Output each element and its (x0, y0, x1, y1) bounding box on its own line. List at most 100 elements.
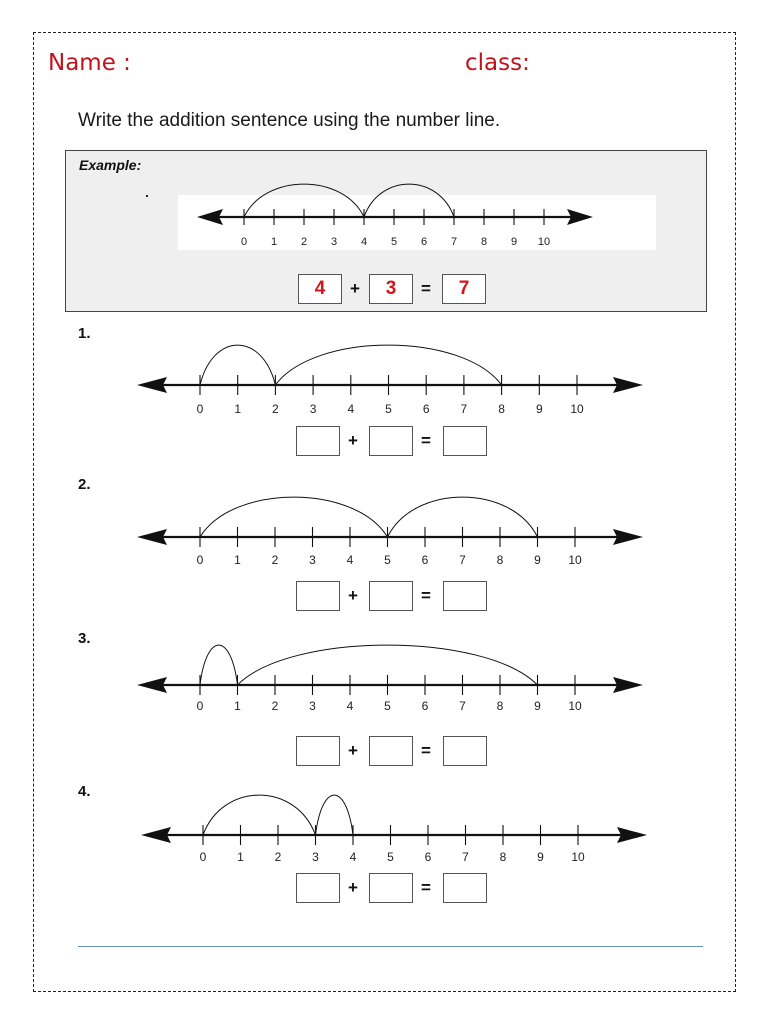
example-addend-1: 4 (298, 274, 342, 304)
problem-2-addend-2[interactable] (369, 581, 413, 611)
name-label: Name : (48, 50, 131, 76)
problem-2-sum[interactable] (443, 581, 487, 611)
jump-arc (199, 496, 388, 538)
tick-label: 2 (275, 850, 282, 864)
tick-label: 9 (537, 850, 544, 864)
tick-label: 5 (384, 553, 391, 567)
tick-label: 1 (234, 553, 241, 567)
tick-label: 0 (200, 850, 207, 864)
left-arrow-icon (137, 677, 167, 693)
plus-sign: + (348, 586, 358, 605)
tick-label: 5 (387, 850, 394, 864)
problem-1-label: 1. (78, 325, 91, 342)
tick-label: 3 (331, 236, 337, 248)
tick-label: 2 (301, 236, 307, 248)
tick-label: 5 (384, 699, 391, 713)
tick-label: 7 (459, 699, 466, 713)
tick-label: 6 (425, 850, 432, 864)
jump-arc (202, 794, 316, 836)
tick-label: 8 (481, 236, 487, 248)
problem-4-addend-1[interactable] (296, 873, 340, 903)
equals-sign: = (421, 431, 431, 450)
tick-label: 10 (568, 699, 582, 713)
tick-label: 7 (461, 402, 468, 416)
tick-label: 1 (237, 850, 244, 864)
tick-label: 6 (421, 236, 427, 248)
tick-label: 0 (197, 553, 204, 567)
tick-label: 8 (500, 850, 507, 864)
tick-label: 0 (197, 402, 204, 416)
plus-sign: + (348, 431, 358, 450)
problem-3-addend-2[interactable] (369, 736, 413, 766)
jump-arc (199, 644, 238, 686)
right-arrow-icon (567, 209, 593, 225)
tick-label: 6 (423, 402, 430, 416)
jump-arc (243, 183, 365, 218)
example-sum: 7 (442, 274, 486, 304)
tick-label: 0 (241, 236, 247, 248)
tick-label: 6 (422, 699, 429, 713)
tick-label: 1 (271, 236, 277, 248)
tick-label: 2 (272, 553, 279, 567)
tick-label: 5 (391, 236, 397, 248)
problem-3-label: 3. (78, 630, 91, 647)
tick-label: 3 (309, 699, 316, 713)
tick-label: 1 (234, 699, 241, 713)
problem-1-sum[interactable] (443, 426, 487, 456)
example-number-line-background (178, 195, 656, 250)
plus-sign: + (348, 741, 358, 760)
problem-4-label: 4. (78, 783, 91, 800)
problem-1-addend-1[interactable] (296, 426, 340, 456)
problem-2-label: 2. (78, 476, 91, 493)
jump-arc (363, 183, 455, 218)
tick-label: 8 (497, 699, 504, 713)
problem-3-sum[interactable] (443, 736, 487, 766)
tick-label: 2 (272, 699, 279, 713)
left-arrow-icon (137, 529, 167, 545)
jump-arc (274, 344, 503, 386)
tick-label: 7 (451, 236, 457, 248)
tick-label: 10 (538, 236, 550, 248)
tick-label: 4 (347, 699, 354, 713)
tick-label: 10 (570, 402, 584, 416)
right-arrow-icon (613, 677, 643, 693)
tick-label: 4 (361, 236, 367, 248)
tick-label: 4 (347, 402, 354, 416)
problem-1-addend-2[interactable] (369, 426, 413, 456)
problem-3-addend-1[interactable] (296, 736, 340, 766)
tick-label: 10 (568, 553, 582, 567)
right-arrow-icon (613, 377, 643, 393)
tick-label: 7 (459, 553, 466, 567)
problem-4-addend-2[interactable] (369, 873, 413, 903)
problem-4-sum[interactable] (443, 873, 487, 903)
tick-label: 7 (462, 850, 469, 864)
tick-label: 5 (385, 402, 392, 416)
plus-sign: + (350, 279, 360, 298)
tick-label: 9 (534, 699, 541, 713)
tick-label: 3 (309, 553, 316, 567)
equals-sign: = (421, 878, 431, 897)
class-label: class: (465, 50, 530, 76)
left-arrow-icon (141, 827, 171, 843)
left-arrow-icon (137, 377, 167, 393)
tick-label: 9 (534, 553, 541, 567)
equals-sign: = (421, 279, 431, 298)
stray-dot (146, 195, 148, 197)
tick-label: 4 (350, 850, 357, 864)
tick-label: 6 (422, 553, 429, 567)
problem-2-addend-1[interactable] (296, 581, 340, 611)
worksheet-frame (33, 32, 736, 992)
tick-label: 3 (310, 402, 317, 416)
tick-label: 9 (536, 402, 543, 416)
tick-label: 8 (497, 553, 504, 567)
example-label: Example: (79, 157, 142, 173)
tick-label: 8 (498, 402, 505, 416)
tick-label: 1 (234, 402, 241, 416)
left-arrow-icon (197, 209, 223, 225)
jump-arc (237, 644, 538, 686)
example-addend-2: 3 (369, 274, 413, 304)
